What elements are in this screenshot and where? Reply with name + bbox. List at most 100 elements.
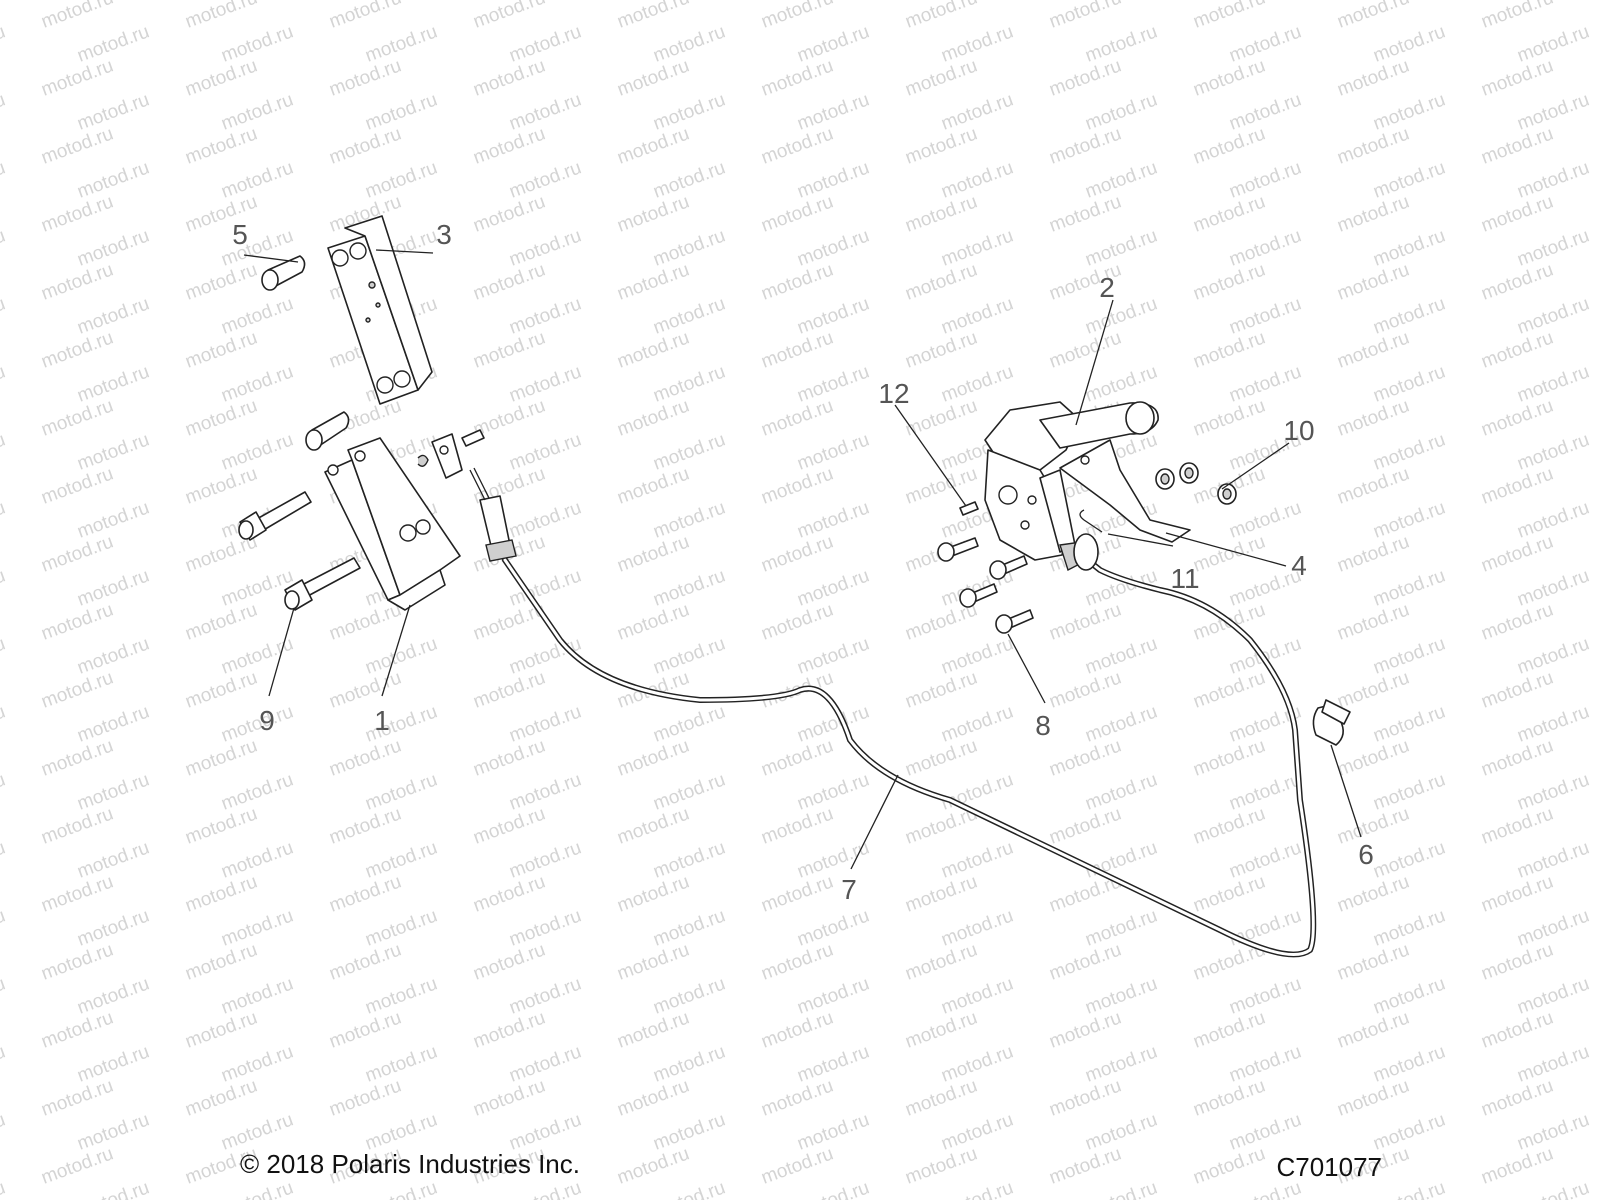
callout-5: 5 xyxy=(232,219,248,250)
watermark-text: motod.ru xyxy=(1335,55,1413,100)
watermark-text: motod.ru xyxy=(1047,1075,1125,1120)
watermark-text: motod.ru xyxy=(1515,429,1593,474)
watermark-text: motod.ru xyxy=(1047,123,1125,168)
watermark-text: motod.ru xyxy=(1191,0,1269,33)
callout-numbers: 1 2 3 4 5 6 7 8 9 10 11 12 xyxy=(232,219,1374,905)
watermark-text: motod.ru xyxy=(471,803,549,848)
watermark-text: motod.ru xyxy=(651,633,729,678)
watermark-text: motod.ru xyxy=(327,599,405,644)
watermark-text: motod.ru xyxy=(1083,157,1161,202)
watermark-text: motod.ru xyxy=(219,1177,297,1200)
watermark-text: motod.ru xyxy=(615,0,693,33)
watermark-text: motod.ru xyxy=(0,973,8,1018)
watermark-text: motod.ru xyxy=(1371,701,1449,746)
watermark-text: motod.ru xyxy=(1047,1143,1125,1188)
watermark-text: motod.ru xyxy=(1227,225,1305,270)
watermark-text: motod.ru xyxy=(507,973,585,1018)
watermark-text: motod.ru xyxy=(1083,1177,1161,1200)
watermark-text: motod.ru xyxy=(1047,55,1125,100)
mounting-bolt-upper xyxy=(238,491,312,541)
watermark-text: motod.ru xyxy=(1371,361,1449,406)
watermark-text: motod.ru xyxy=(1335,871,1413,916)
watermark-text: motod.ru xyxy=(363,769,441,814)
watermark-text: motod.ru xyxy=(39,395,117,440)
flange-nuts xyxy=(1155,462,1237,505)
watermark-text: motod.ru xyxy=(1227,89,1305,134)
watermark-text: motod.ru xyxy=(1515,837,1593,882)
watermark-text: motod.ru xyxy=(795,837,873,882)
watermark-text: motod.ru xyxy=(939,1109,1017,1154)
watermark-text: motod.ru xyxy=(471,939,549,984)
watermark-text: motod.ru xyxy=(651,973,729,1018)
watermark-text: motod.ru xyxy=(507,905,585,950)
watermark-text: motod.ru xyxy=(219,361,297,406)
watermark-text: motod.ru xyxy=(219,1109,297,1154)
callout-2: 2 xyxy=(1099,272,1115,303)
watermark-text: motod.ru xyxy=(1191,803,1269,848)
watermark-text: motod.ru xyxy=(1371,633,1449,678)
watermark-text: motod.ru xyxy=(759,803,837,848)
watermark-text: motod.ru xyxy=(1371,1109,1449,1154)
watermark-text: motod.ru xyxy=(1047,735,1125,780)
watermark-text: motod.ru xyxy=(0,361,8,406)
watermark-text: motod.ru xyxy=(759,327,837,372)
leader-lines xyxy=(243,249,1362,870)
watermark-text: motod.ru xyxy=(507,1041,585,1086)
watermark-text: motod.ru xyxy=(615,1143,693,1188)
watermark-text: motod.ru xyxy=(795,973,873,1018)
watermark-text: motod.ru xyxy=(1227,293,1305,338)
watermark-text: motod.ru xyxy=(327,871,405,916)
watermark-text: motod.ru xyxy=(507,429,585,474)
watermark-text: motod.ru xyxy=(615,939,693,984)
watermark-text: motod.ru xyxy=(615,871,693,916)
watermark-text: motod.ru xyxy=(759,1143,837,1188)
watermark-text: motod.ru xyxy=(183,599,261,644)
watermark-text: motod.ru xyxy=(1047,803,1125,848)
watermark-text: motod.ru xyxy=(651,1109,729,1154)
watermark-text: motod.ru xyxy=(615,1075,693,1120)
watermark-text: motod.ru xyxy=(1335,735,1413,780)
callout-1: 1 xyxy=(374,705,390,736)
watermark-text: motod.ru xyxy=(1335,123,1413,168)
watermark-text: motod.ru xyxy=(651,157,729,202)
watermark-text: motod.ru xyxy=(615,531,693,576)
watermark-text: motod.ru xyxy=(903,939,981,984)
watermark-text: motod.ru xyxy=(327,123,405,168)
watermark-text: motod.ru xyxy=(39,803,117,848)
watermark-text: motod.ru xyxy=(903,0,981,33)
watermark-text: motod.ru xyxy=(651,905,729,950)
watermark-text: motod.ru xyxy=(939,225,1017,270)
watermark-text: motod.ru xyxy=(759,939,837,984)
watermark-text: motod.ru xyxy=(1191,327,1269,372)
watermark-text: motod.ru xyxy=(1227,1041,1305,1086)
watermark-text: motod.ru xyxy=(183,939,261,984)
watermark-text: motod.ru xyxy=(939,837,1017,882)
watermark-text: motod.ru xyxy=(75,157,153,202)
watermark-text: motod.ru xyxy=(759,1075,837,1120)
watermark-text: motod.ru xyxy=(507,837,585,882)
watermark-text: motod.ru xyxy=(1227,21,1305,66)
watermark-text: motod.ru xyxy=(1083,633,1161,678)
watermark-text: motod.ru xyxy=(507,21,585,66)
watermark-text: motod.ru xyxy=(75,497,153,542)
watermark-text: motod.ru xyxy=(1371,429,1449,474)
watermark-text: motod.ru xyxy=(471,871,549,916)
watermark-text: motod.ru xyxy=(939,293,1017,338)
watermark-text: motod.ru xyxy=(759,735,837,780)
watermark-text: motod.ru xyxy=(363,1109,441,1154)
watermark-text: motod.ru xyxy=(1479,803,1557,848)
watermark-text: motod.ru xyxy=(1227,157,1305,202)
watermark-text: motod.ru xyxy=(219,769,297,814)
lever-bolts xyxy=(937,537,1034,634)
watermark-text: motod.ru xyxy=(0,769,8,814)
watermark-text: motod.ru xyxy=(183,735,261,780)
cable-clip xyxy=(1312,699,1351,746)
watermark-text: motod.ru xyxy=(615,327,693,372)
watermark-text: motod.ru xyxy=(1083,905,1161,950)
mounting-bolt-lower xyxy=(284,557,361,611)
watermark-text: motod.ru xyxy=(1479,735,1557,780)
watermark-text: motod.ru xyxy=(1515,1109,1593,1154)
watermark-text: motod.ru xyxy=(939,973,1017,1018)
watermark-text: motod.ru xyxy=(759,871,837,916)
